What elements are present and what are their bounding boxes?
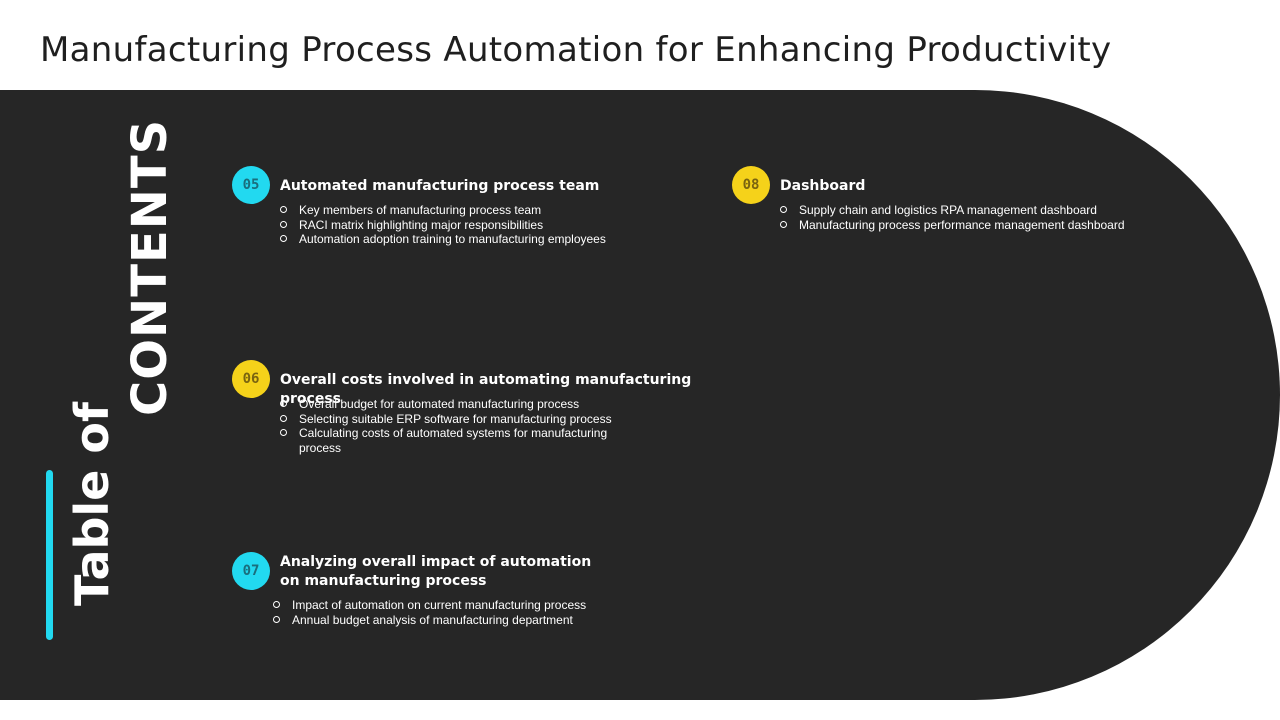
bullet-circle-icon: [780, 220, 787, 228]
bullet-circle-icon: [780, 206, 787, 213]
section-items: Key members of manufacturing process tea…: [280, 203, 700, 247]
side-heading-table-of: Table of: [65, 401, 119, 606]
list-item: Supply chain and logistics RPA managemen…: [780, 203, 1150, 218]
list-item: Selecting suitable ERP software for manu…: [280, 412, 625, 427]
side-heading-contents: CONTENTS: [122, 118, 178, 416]
section-title: Overall costs involved in automating man…: [280, 372, 692, 407]
list-item: Impact of automation on current manufact…: [273, 598, 693, 613]
section-title: Automated manufacturing process team: [280, 178, 600, 194]
list-item: Calculating costs of automated systems f…: [280, 426, 625, 455]
section-items: Overall budget for automated manufacturi…: [280, 397, 625, 455]
list-item: Automation adoption training to manufact…: [280, 232, 700, 247]
list-item: Key members of manufacturing process tea…: [280, 203, 700, 218]
bullet-circle-icon: [280, 235, 287, 242]
section-number-badge: 08: [732, 166, 770, 204]
bullet-circle-icon: [280, 206, 287, 213]
bullet-circle-icon: [280, 414, 287, 422]
bullet-circle-icon: [280, 220, 287, 228]
list-item: Manufacturing process performance manage…: [780, 218, 1150, 233]
section-title: Dashboard: [780, 178, 866, 194]
bullet-circle-icon: [280, 429, 287, 436]
section-number-badge: 06: [232, 360, 270, 398]
list-item: Annual budget analysis of manufacturing …: [273, 613, 693, 628]
list-item: Overall budget for automated manufacturi…: [280, 397, 625, 412]
list-item: RACI matrix highlighting major responsib…: [280, 218, 700, 233]
accent-bar: [46, 470, 53, 640]
slide-title: Manufacturing Process Automation for Enh…: [40, 30, 1112, 70]
section-title: Analyzing overall impact of automation o…: [280, 554, 592, 589]
section-items: Supply chain and logistics RPA managemen…: [780, 203, 1150, 232]
bullet-circle-icon: [273, 601, 280, 608]
section-number-badge: 07: [232, 552, 270, 590]
section-items: Impact of automation on current manufact…: [273, 598, 693, 627]
bullet-circle-icon: [280, 400, 287, 407]
section-number-badge: 05: [232, 166, 270, 204]
content-panel: [0, 90, 1280, 700]
bullet-circle-icon: [273, 615, 280, 623]
